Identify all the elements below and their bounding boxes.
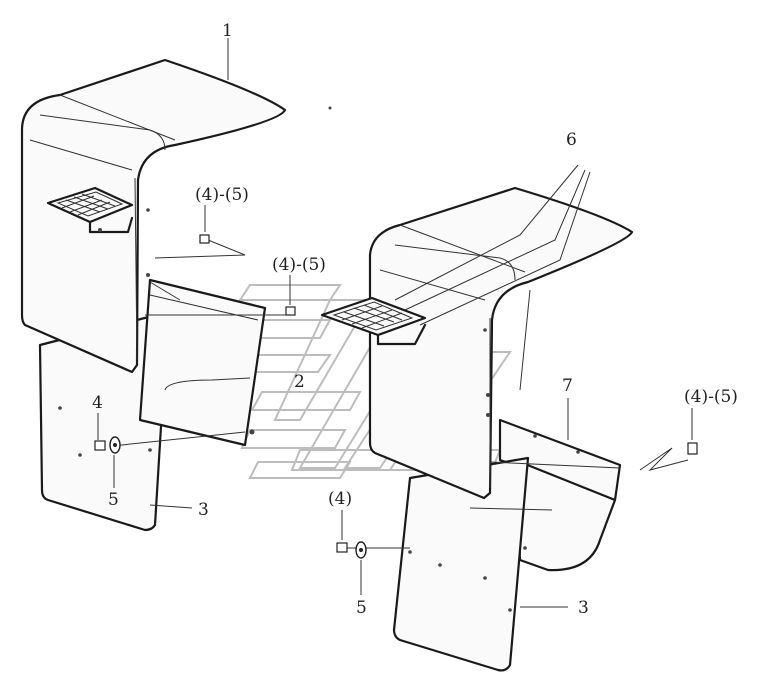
label-part-4: 4 [92,393,103,413]
label-part-5-left: 5 [108,490,119,510]
washer-icon [109,436,121,454]
label-part-3-right: 3 [578,598,589,618]
label-callout-4-5-b: (4)-(5) [272,255,326,275]
label-part-3-left: 3 [198,500,209,520]
right-fender-assembly [320,164,698,672]
label-part-7: 7 [562,376,573,396]
bolt-icon [94,234,296,451]
label-part-4-paren: (4) [328,489,352,509]
left-fender-assembly [20,58,296,532]
label-part-1: 1 [222,21,233,41]
label-part-5-right: 5 [356,598,367,618]
left-step-plate [46,186,134,234]
bolt-icon [336,442,698,553]
label-part-2: 2 [294,372,305,392]
label-part-6: 6 [566,130,577,150]
right-mud-flap [392,456,530,672]
label-callout-4-5-c: (4)-(5) [684,387,738,407]
left-fender-body [20,58,287,374]
right-step-plate [320,296,427,346]
right-fender-body [368,186,634,500]
washer-icon [355,541,367,559]
left-bracket [138,278,267,447]
label-callout-4-5-a: (4)-(5) [195,185,249,205]
